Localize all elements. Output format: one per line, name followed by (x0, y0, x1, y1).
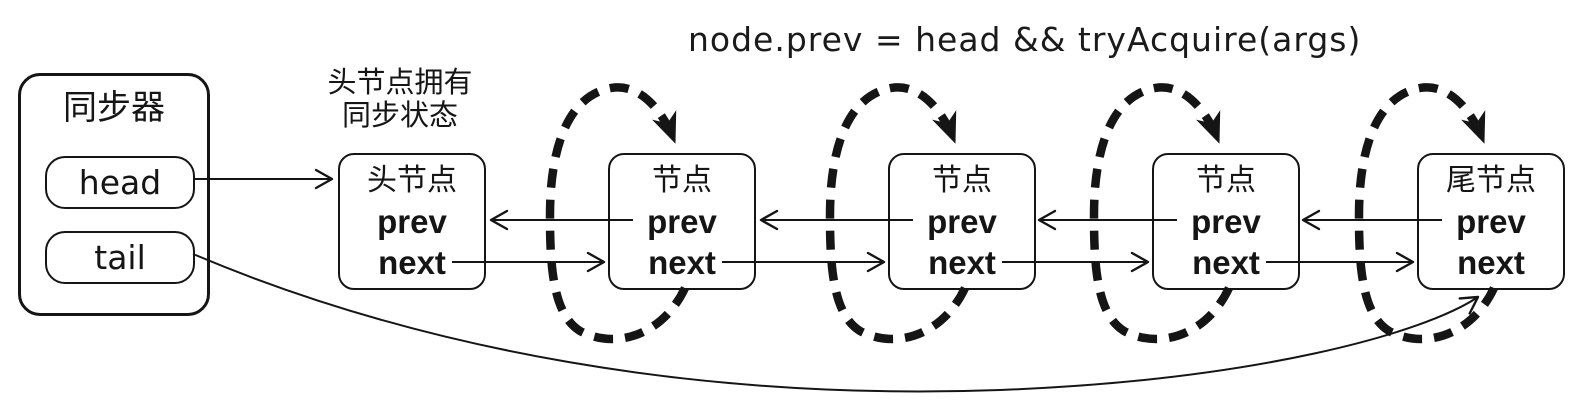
synchronizer-box: 同步器 head tail (18, 73, 210, 316)
tail-field-label: tail (94, 238, 146, 277)
node-title: 尾节点 (1446, 163, 1536, 198)
prev-field: prev (1456, 203, 1526, 240)
synchronizer-label: 同步器 (63, 88, 165, 128)
prev-field: prev (377, 203, 447, 240)
node-box-2: 节点 prev next (608, 153, 756, 290)
node-title: 节点 (652, 163, 712, 198)
node-box-3: 节点 prev next (888, 153, 1036, 290)
next-field: next (928, 244, 996, 281)
node-title: 节点 (932, 163, 992, 198)
tail-field: tail (45, 231, 195, 284)
node-box-head: 头节点 prev next (338, 153, 486, 290)
next-field: next (648, 244, 716, 281)
next-field: next (1457, 244, 1525, 281)
node-title: 节点 (1196, 163, 1256, 198)
head-field: head (45, 156, 195, 209)
head-field-label: head (78, 163, 162, 202)
prev-field: prev (647, 203, 717, 240)
prev-field: prev (927, 203, 997, 240)
prev-field: prev (1191, 203, 1261, 240)
node-title: 头节点 (367, 163, 457, 198)
caption-line-1: 头节点拥有 (327, 65, 473, 99)
caption-line-2: 同步状态 (341, 98, 458, 132)
node-box-4: 节点 prev next (1152, 153, 1300, 290)
node-box-tail: 尾节点 prev next (1417, 153, 1565, 290)
head-node-caption: 头节点拥有 同步状态 (288, 66, 512, 132)
formula-title: node.prev = head && tryAcquire(args) (688, 20, 1362, 59)
next-field: next (378, 244, 446, 281)
next-field: next (1192, 244, 1260, 281)
